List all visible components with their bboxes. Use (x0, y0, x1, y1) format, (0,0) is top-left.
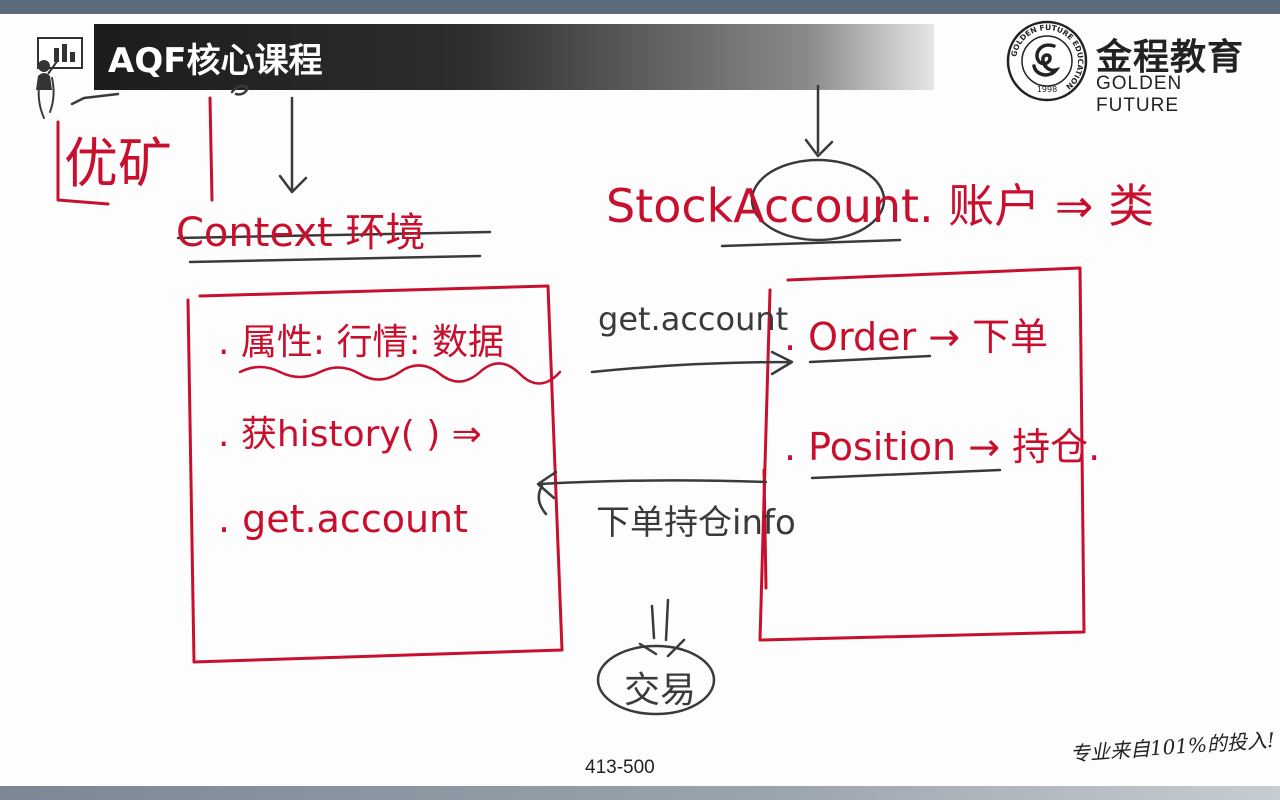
right-item-position: . Position → 持仓. (784, 425, 1100, 469)
logo-english-name: GOLDEN FUTURE (1096, 73, 1183, 116)
account-circle (750, 158, 886, 242)
stock-account-text: StockAccount. 账户 ⇒ 类 (606, 179, 1154, 233)
context-underline (176, 230, 492, 264)
arrow-get-account (590, 350, 794, 376)
arrow-to-account (804, 84, 834, 158)
arrow-order-info (536, 470, 768, 516)
right-box (758, 266, 1086, 642)
page-number: 413-500 (585, 757, 655, 778)
jiaoyi-marks (638, 598, 686, 658)
slide-title: AQF核心课程 (108, 41, 323, 81)
order-underline (808, 354, 932, 364)
presenter-scribble (37, 77, 55, 119)
arrow-label-get-account: get.account (598, 300, 788, 338)
bottom-strip (0, 786, 1280, 800)
left-item-attributes: . 属性: 行情: 数据 (218, 322, 504, 363)
left-item-history: . 获history( ) ⇒ (218, 414, 482, 455)
seal-year: 1998 (1037, 85, 1057, 94)
account-underline (720, 238, 902, 248)
left-item-get-account: . get.account (218, 497, 468, 541)
jiaoyi-circle (596, 644, 716, 716)
youkuang-bracket (56, 96, 214, 206)
youkuang-text: 优矿 (64, 132, 172, 195)
position-underline (810, 468, 1002, 480)
jiaoyi-text: 交易 (624, 670, 696, 711)
scribble-mark (230, 84, 250, 96)
attributes-wavy-underline (238, 362, 562, 385)
arrow-label-order-info: 下单持仓info (596, 503, 796, 543)
top-strip (0, 0, 1280, 14)
context-text: Context 环境 (176, 210, 425, 256)
title-bar (94, 24, 934, 90)
left-box (186, 284, 564, 664)
right-item-order: . Order → 下单 (784, 315, 1048, 359)
presenter-icon (36, 37, 83, 90)
logo-seal-icon: GOLDEN FUTURE EDUCATION 1998 (1006, 20, 1088, 102)
arrow-to-context (278, 96, 308, 194)
golden-future-logo: GOLDEN FUTURE EDUCATION 1998 金程教育 GOLDEN… (1000, 18, 1270, 116)
right-box-left-edge (762, 468, 768, 590)
logo-chinese-name: 金程教育 (1096, 37, 1245, 78)
scribble-line (70, 92, 120, 106)
